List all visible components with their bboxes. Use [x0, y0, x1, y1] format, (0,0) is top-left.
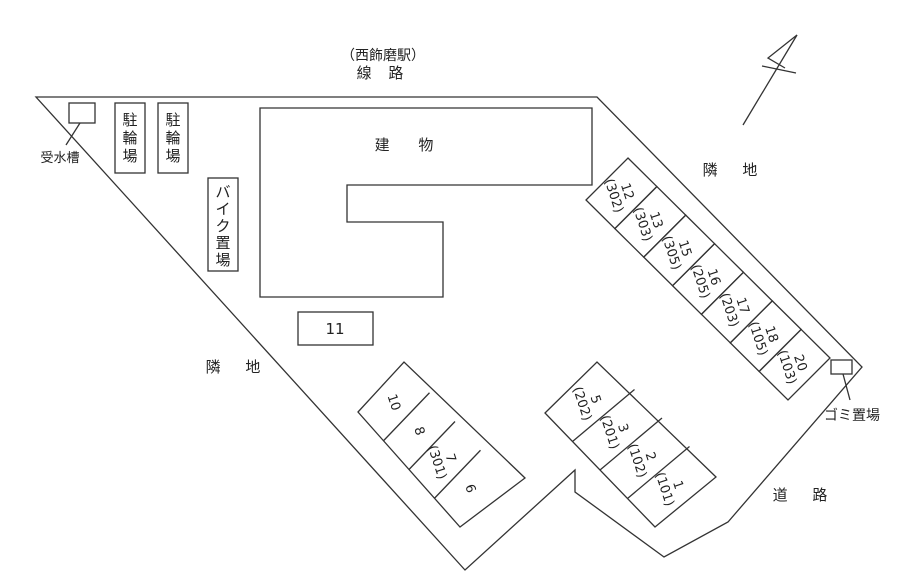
parking-space-6-number: 6 [461, 483, 478, 496]
parking-space-8-number: 8 [410, 425, 427, 438]
parking-space-12-unit: (302) [601, 177, 626, 215]
bicycle-parking-1-char-2: 輪 [122, 129, 137, 147]
parking-space-15-number: 15 [675, 239, 694, 259]
garbage-area [830, 359, 853, 375]
parking-space-17-number: 17 [732, 296, 751, 316]
north-arrow-icon [742, 34, 798, 126]
left-lot-divider [383, 392, 430, 442]
bike-parking-char-5: 場 [215, 251, 230, 269]
site-boundary [34, 96, 863, 571]
parking-space-3-unit: (201) [597, 413, 622, 451]
parking-space-18-number: 18 [761, 324, 780, 344]
railway-line-label: 線 路 [357, 64, 410, 82]
parking-space-10-label: 10 [384, 392, 403, 412]
middle-parking-row: 5(202)3(201)2(102)1(101) [544, 361, 717, 528]
parking-space-11 [297, 311, 374, 346]
parking-space-13-unit: (303) [630, 206, 655, 244]
parking-space-20-label: 20(103) [774, 344, 812, 386]
water-tank-label: 受水槽 [40, 151, 79, 166]
right-parking-row: 12(302)13(303)15(305)16(205)17(203)18(10… [585, 157, 831, 401]
parking-space-16-number: 16 [704, 267, 723, 287]
building [259, 107, 593, 298]
bike-parking [207, 177, 239, 272]
bicycle-parking-1 [114, 102, 146, 174]
neighbor-left-label: 隣 地 [206, 358, 271, 376]
parking-space-17-unit: (203) [716, 291, 741, 329]
bicycle-parking-2 [157, 102, 189, 174]
bike-parking-char-1: バ [215, 183, 230, 201]
middle-lot-divider [572, 389, 635, 442]
parking-space-2-unit: (102) [624, 442, 649, 480]
left-lot-outline [357, 361, 527, 528]
bike-parking-char-2: イ [215, 200, 230, 218]
bicycle-parking-2-char-2: 輪 [165, 129, 180, 147]
parking-space-10-number: 10 [384, 392, 403, 412]
bicycle-parking-2-char-3: 場 [165, 147, 180, 165]
parking-space-20-unit: (103) [774, 348, 799, 386]
parking-space-18-unit: (105) [745, 320, 770, 358]
middle-lot-divider [627, 446, 690, 499]
building-label: 建 物 [375, 136, 446, 154]
garbage-area-label: ゴミ置場 [824, 407, 880, 424]
parking-space-20-number: 20 [790, 353, 809, 373]
bicycle-parking-1-char-3: 場 [122, 147, 137, 165]
bicycle-parking-2-char-1: 駐 [165, 111, 180, 129]
parking-space-1-label: 1(101) [652, 466, 690, 508]
road-label: 道 路 [773, 486, 838, 504]
middle-lot-divider [599, 417, 663, 471]
left-lot-divider [434, 449, 481, 499]
bike-parking-char-3: ク [215, 217, 230, 235]
parking-space-6-label: 6 [461, 483, 478, 496]
parking-space-1-unit: (101) [652, 470, 677, 508]
parking-space-7-unit: (301) [424, 444, 449, 482]
left-lot-divider [408, 421, 456, 470]
parking-space-11-label: 11 [325, 320, 344, 338]
parking-space-8-label: 8 [410, 425, 427, 438]
parking-space-20 [758, 328, 831, 401]
parking-space-16-unit: (205) [687, 263, 712, 301]
neighbor-right-label: 隣 地 [703, 161, 768, 179]
water-tank [68, 102, 96, 124]
middle-lot-outline [544, 361, 717, 528]
parking-space-15-unit: (305) [659, 234, 684, 272]
bike-parking-char-4: 置 [215, 234, 230, 252]
bicycle-parking-1-char-1: 駐 [122, 111, 137, 129]
parking-space-12-number: 12 [617, 181, 636, 201]
parking-space-13-number: 13 [646, 210, 665, 230]
parking-space-5-unit: (202) [569, 385, 594, 423]
station-label: （西飾磨駅） [341, 48, 425, 64]
